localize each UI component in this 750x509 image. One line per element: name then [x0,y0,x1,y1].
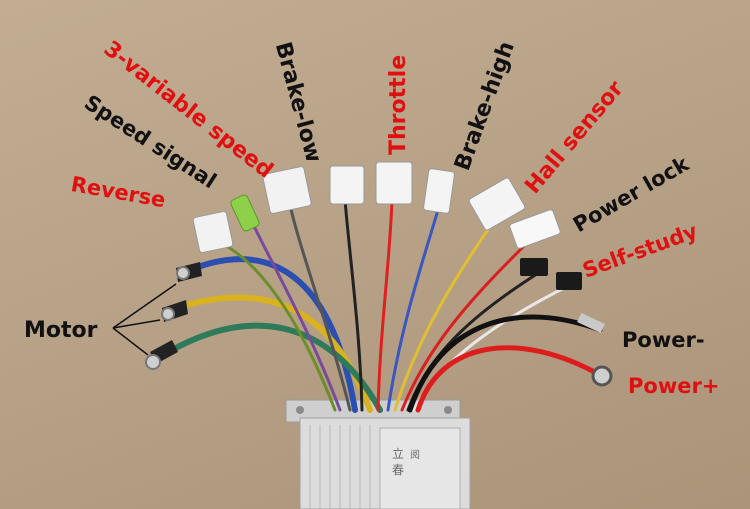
self-study-connector-a [520,258,548,276]
label-throttle: Throttle [386,54,411,155]
controller-mark-2: 春 [392,463,404,477]
controller-mark-1: 立 [392,446,404,461]
signal-wires [213,198,603,413]
label-power-plus: Power+ [628,374,720,398]
motor-terminals [145,262,202,370]
connectors [192,161,613,387]
brake-high-connector [423,168,455,214]
three-speed-connector [262,166,312,214]
hall-sensor-connector [468,177,526,231]
brake-low-connector [329,165,365,205]
controller-box: 立 春 阅 [285,399,471,509]
motor-pointer-lines [112,283,177,356]
power-lock-connector [509,209,561,249]
speed-signal-connector [230,194,260,232]
label-motor: Motor [24,318,98,343]
throttle-connector [375,161,413,205]
self-study-connector-b [556,272,582,290]
motor-wires [152,256,383,413]
power-plus-ring [591,365,613,387]
power-minus-tip [577,312,605,334]
controller-mark-3: 阅 [410,448,420,461]
label-power-minus: Power- [622,328,705,352]
reverse-connector [192,210,234,254]
